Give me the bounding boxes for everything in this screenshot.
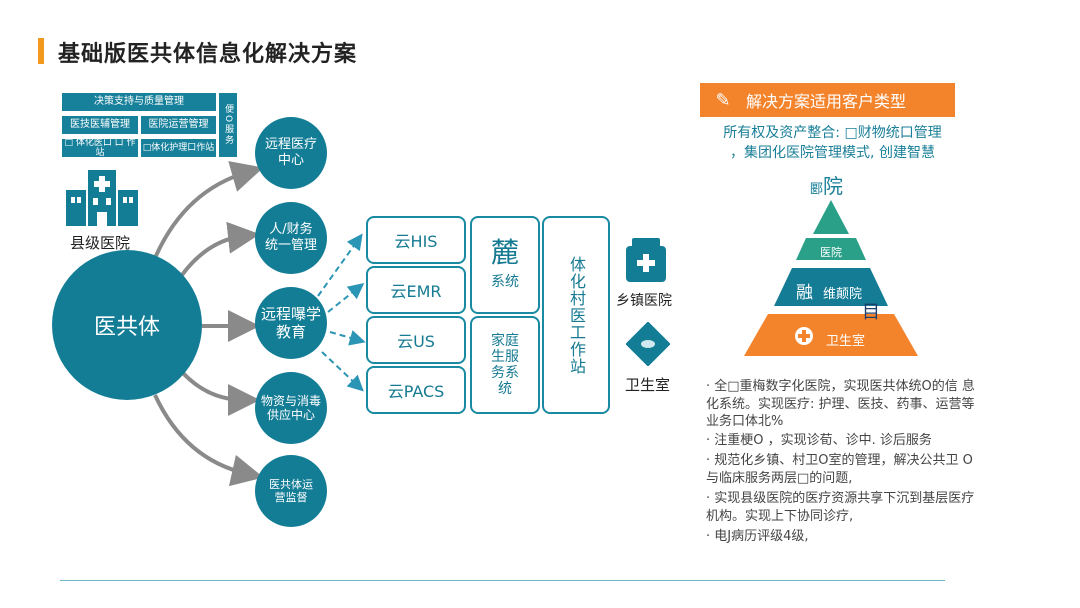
- module-nurse-station: □体化护理口作站: [141, 139, 216, 157]
- pyramid-level-clinic-label: 卫生室: [826, 334, 866, 349]
- module-convenience-service: 便O服务: [219, 93, 237, 157]
- clinic-icon: [626, 322, 670, 366]
- system-box-top: 麓 系统: [470, 216, 540, 314]
- county-hospital-label: 县级医院: [70, 234, 131, 252]
- system-top-glyph: 麓: [490, 236, 519, 269]
- service-remote-medical: 远程医疗中心: [255, 117, 327, 189]
- hub-circle: 医共体: [52, 250, 202, 400]
- service-operations-supervision: 医共体运营监督: [255, 455, 327, 527]
- service-remote-education: 远程嚗学教育: [255, 287, 327, 359]
- bullet-item: · 实现县级医院的医疗资源共享下沉到基层医疗机构。实现上下协同诊疗,: [706, 491, 975, 524]
- pyramid-top-label: 郾院: [810, 174, 844, 198]
- page-title: 基础版医共体信息化解决方案: [58, 42, 358, 67]
- clinic-label: 卫生室: [625, 376, 671, 394]
- bullet-item: · 电J病历评级4级,: [706, 529, 809, 544]
- pyramid-mark: 目: [862, 302, 880, 323]
- pyramid-level-clinic: [744, 314, 918, 356]
- township-hospital-label: 乡镇医院: [616, 293, 672, 309]
- system-top-label: 系统: [491, 274, 519, 290]
- cloud-emr-box: 云EMR: [366, 266, 466, 314]
- family-service-box: 家庭生服务系统: [470, 316, 540, 414]
- hub-label: 医共体: [93, 315, 160, 340]
- customer-type-panel-title: ✎ 解决方案适用客户类型: [700, 83, 955, 117]
- footer-divider: [60, 580, 945, 581]
- township-hospital-icon: [626, 238, 666, 282]
- module-medtech: 医技医辅管理: [62, 116, 138, 134]
- pyramid-level-hospital: [796, 238, 866, 260]
- cloud-pacs-box: 云PACS: [366, 366, 466, 414]
- village-station-label: 体化村医工作站: [567, 255, 586, 375]
- cloud-his-box: 云HIS: [366, 216, 466, 264]
- pyramid-level-middle-label: 维颠院: [823, 287, 863, 302]
- customer-type-title-text: 解决方案适用客户类型: [746, 92, 907, 111]
- pyramid-level-hospital-label: 医院: [820, 246, 842, 259]
- subtitle-line-2: ，集团化医院管理模式, 创建智慧: [730, 144, 935, 161]
- pen-icon: ✎: [715, 89, 731, 111]
- bullet-item: · 规范化乡镇、村卫O室的管理，解决公共卫 O与临床服务两层□的问题,: [706, 453, 973, 486]
- subtitle-line-1: 所有权及资产整合: □财物统口管理: [723, 125, 942, 141]
- module-decision-support: 决策支持与质量管理: [62, 93, 216, 111]
- bullet-item: · 注重梗O ，实现诊荀、诊中. 诊后服务: [706, 433, 932, 448]
- title-accent-bar: [38, 38, 44, 64]
- family-service-label: 家庭生服务系统: [491, 332, 519, 398]
- village-station-box: 体化村医工作站: [542, 216, 610, 414]
- hospital-building-icon: [66, 170, 138, 226]
- pyramid-apex: [813, 200, 849, 234]
- module-operations: 医院运营管理: [141, 116, 216, 134]
- customer-pyramid: [744, 200, 918, 356]
- service-finance: 人/财务统一管理: [255, 202, 327, 274]
- panel-subtitle: 所有权及资产整合: □财物统口管理 ，集团化医院管理模式, 创建智慧: [705, 124, 960, 163]
- pyramid-level-middle-glyph: 融: [796, 283, 813, 303]
- module-doctor-station: □ 体化医口 口 作站: [62, 138, 138, 158]
- service-supply-center: 物资与消毒供应中心: [255, 372, 327, 444]
- pyramid-level-middle: [774, 268, 888, 306]
- bullet-item: · 全□重梅数字化医院，实现医共体统O的信 息化系统。实现医疗: 护理、医技、药…: [706, 379, 975, 430]
- cloud-us-box: 云US: [366, 316, 466, 364]
